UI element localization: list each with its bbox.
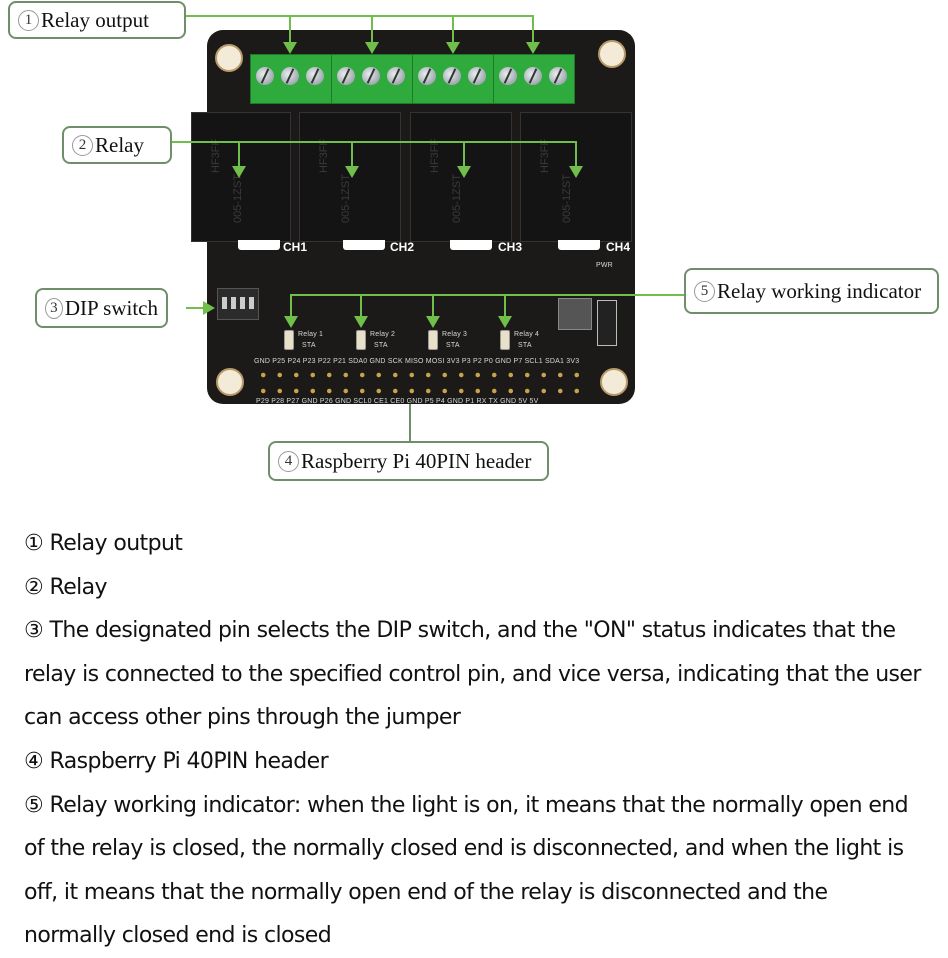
ch4-label: CH4	[606, 240, 631, 254]
callout-label: Relay working indicator	[717, 278, 922, 303]
ch3-marker	[450, 240, 492, 250]
ch3-label: CH3	[498, 240, 523, 254]
regulator	[597, 300, 617, 346]
status-led-1	[284, 330, 294, 350]
callout-pin-header: 4 Raspberry Pi 40PIN header	[268, 441, 549, 481]
led-sub-1: STA	[302, 342, 316, 349]
ch1-marker	[238, 240, 280, 250]
pin-row-top	[255, 370, 585, 380]
led-label-3: Relay 3	[442, 331, 468, 338]
number-4-icon: 4	[278, 450, 299, 472]
mount-hole-bl	[216, 368, 244, 396]
dip-switch	[217, 288, 259, 320]
terminal-block-4	[493, 54, 575, 104]
description-item-4: ④ Raspberry Pi 40PIN header	[24, 748, 329, 774]
number-5-icon: 5	[694, 280, 715, 302]
pwr-label: PWR	[596, 262, 613, 269]
ch1-label: CH1	[283, 240, 308, 254]
mount-hole-br	[600, 368, 628, 396]
status-led-3	[428, 330, 438, 350]
description-list: ① Relay output ② Relay ③ The designated …	[24, 522, 924, 958]
description-item-3: ③ The designated pin selects the DIP swi…	[24, 618, 921, 731]
callout-label: Relay output	[41, 7, 149, 32]
description-item-1: ① Relay output	[24, 531, 183, 556]
pin-labels-bottom: P29 P28 P27 GND P26 GND SCL0 CE1 CE0 GND…	[256, 398, 539, 405]
led-sub-4: STA	[518, 342, 532, 349]
ch2-marker	[343, 240, 385, 250]
number-3-icon: 3	[45, 297, 63, 319]
number-2-icon: 2	[72, 134, 93, 156]
terminal-block-2	[331, 54, 413, 104]
callout-dip-switch: 3 DIP switch	[35, 288, 168, 328]
description-item-2: ② Relay	[24, 574, 108, 600]
mount-hole-tl	[215, 44, 243, 72]
ch2-label: CH2	[390, 240, 415, 254]
callout-label: DIP switch	[64, 295, 158, 320]
callout-label: Relay	[95, 132, 144, 157]
terminal-block-1	[250, 54, 332, 104]
pin-labels-top: GND P25 P24 P23 P22 P21 SDA0 GND SCK MIS…	[254, 358, 580, 365]
pin-row-bottom	[255, 386, 585, 396]
inductor	[558, 298, 592, 330]
ch4-marker	[558, 240, 600, 250]
mount-hole-tr	[598, 40, 626, 68]
led-sub-2: STA	[374, 342, 388, 349]
description-item-5: ⑤ Relay working indicator: when the ligh…	[24, 792, 909, 949]
status-led-2	[356, 330, 366, 350]
terminal-block-3	[412, 54, 494, 104]
status-led-4	[500, 330, 510, 350]
callout-relay: 2 Relay	[62, 126, 172, 164]
led-label-2: Relay 2	[370, 331, 396, 338]
callout-relay-output: 1 Relay output	[8, 1, 186, 39]
led-sub-3: STA	[446, 342, 460, 349]
led-label-1: Relay 1	[298, 331, 324, 338]
led-label-4: Relay 4	[514, 331, 540, 338]
callout-label: Raspberry Pi 40PIN header	[301, 448, 532, 473]
callout-relay-indicator: 5 Relay working indicator	[684, 268, 939, 314]
number-1-icon: 1	[18, 9, 39, 31]
